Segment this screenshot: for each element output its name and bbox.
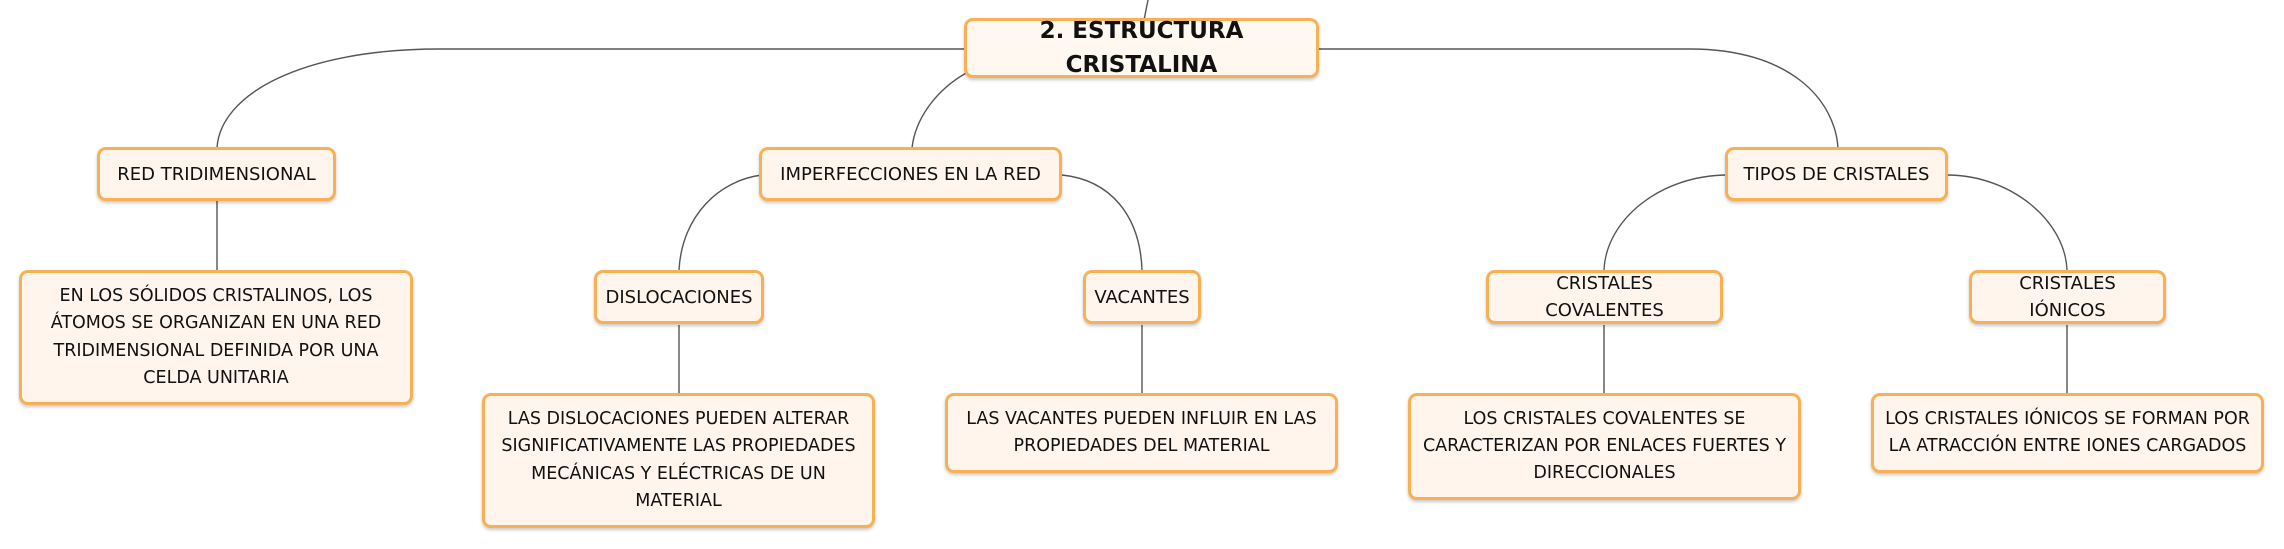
connector-imperfecciones-vacantes — [1061, 174, 1143, 271]
node-dislocaciones[interactable]: DISLOCACIONES — [594, 270, 764, 324]
connector-root-red — [216, 48, 968, 149]
node-red-tridimensional-description[interactable]: EN LOS SÓLIDOS CRISTALINOS, LOS ÁTOMOS S… — [19, 270, 413, 405]
connector-tipos-ionicos — [1946, 174, 2068, 271]
node-vacantes[interactable]: VACANTES — [1083, 270, 1201, 324]
connector-imperfecciones-dislocaciones — [678, 174, 763, 271]
node-tipos-de-cristales[interactable]: TIPOS DE CRISTALES — [1725, 147, 1948, 201]
node-vacantes-description[interactable]: LAS VACANTES PUEDEN INFLUIR EN LAS PROPI… — [945, 393, 1338, 473]
node-dislocaciones-description[interactable]: LAS DISLOCACIONES PUEDEN ALTERAR SIGNIFI… — [482, 393, 875, 528]
node-cristales-covalentes[interactable]: CRISTALES COVALENTES — [1486, 270, 1723, 324]
connector-root-imperfecciones — [911, 71, 969, 149]
connector-root-tipos — [1318, 48, 1839, 149]
connector-tipos-covalentes — [1603, 174, 1729, 271]
node-cristales-covalentes-description[interactable]: LOS CRISTALES COVALENTES SE CARACTERIZAN… — [1408, 393, 1801, 500]
node-imperfecciones-en-la-red[interactable]: IMPERFECCIONES EN LA RED — [759, 147, 1062, 201]
node-cristales-ionicos[interactable]: CRISTALES IÓNICOS — [1969, 270, 2166, 324]
root-node[interactable]: 2. ESTRUCTURA CRISTALINA — [964, 18, 1319, 78]
node-cristales-ionicos-description[interactable]: LOS CRISTALES IÓNICOS SE FORMAN POR LA A… — [1871, 393, 2264, 473]
connector-root-parent — [1143, 0, 1149, 21]
node-red-tridimensional[interactable]: RED TRIDIMENSIONAL — [97, 147, 336, 201]
